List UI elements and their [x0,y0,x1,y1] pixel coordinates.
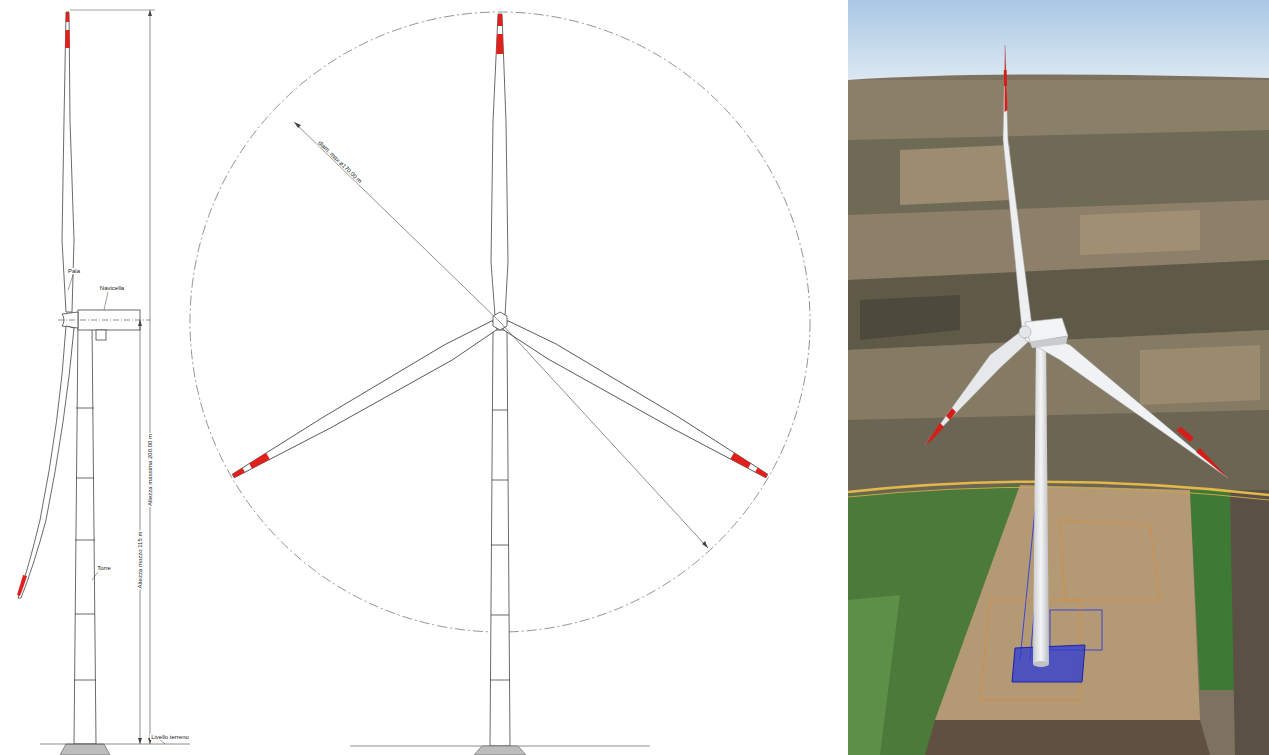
dimension-label: Altezza massima 200.00 m [147,433,153,507]
part-label: Torre [96,565,112,571]
ground-label: Livello terreno [150,734,190,740]
render-view [848,0,1269,755]
side-view [17,10,190,755]
dimension-label: diam. max ø170.00 m [316,139,363,185]
front-view [190,12,810,755]
dimension-label: Altezza mozzo 115 m [137,531,143,590]
part-label: Navicella [99,285,125,291]
part-label: Pala [67,268,81,274]
